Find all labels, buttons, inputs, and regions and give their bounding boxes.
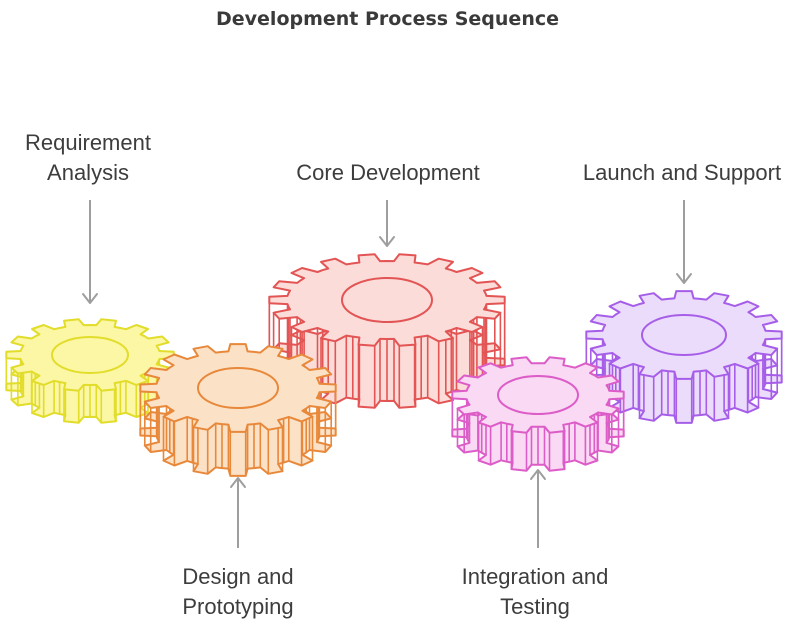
- label-design-and-prototyping-line1: Design and: [182, 564, 294, 589]
- arrow-requirement-analysis: [82, 200, 98, 304]
- label-core-development-line1: Core Development: [296, 160, 480, 185]
- gear-hole-launch-and-support: [641, 314, 727, 356]
- label-launch-and-support-line1: Launch and Support: [582, 160, 782, 185]
- label-design-and-prototyping-line2: Prototyping: [182, 594, 294, 619]
- gear-hole-design-and-prototyping: [197, 367, 279, 409]
- arrow-core-development: [379, 200, 395, 247]
- label-requirement-analysis-line2: Analysis: [47, 160, 129, 185]
- gear-hole-requirement-analysis: [51, 336, 129, 374]
- arrow-launch-and-support: [676, 200, 692, 284]
- gear-requirement-analysis: [5, 318, 175, 424]
- gear-integration-and-testing: [451, 356, 625, 472]
- arrow-design-and-prototyping: [230, 477, 246, 548]
- arrow-head-integration-and-testing: [530, 469, 546, 480]
- arrow-head-requirement-analysis: [82, 293, 98, 304]
- arrow-head-launch-and-support: [676, 273, 692, 284]
- gear-hole-core-development: [341, 277, 433, 323]
- gear-core-development: [268, 253, 506, 409]
- label-integration-and-testing-line1: Integration and: [461, 564, 609, 589]
- label-core-development: Core Development: [268, 158, 508, 188]
- label-integration-and-testing-line2: Testing: [500, 594, 570, 619]
- arrow-integration-and-testing: [530, 469, 546, 548]
- label-launch-and-support: Launch and Support: [562, 158, 802, 188]
- label-design-and-prototyping: Design and Prototyping: [148, 562, 328, 622]
- gear-design-and-prototyping: [139, 343, 337, 477]
- gear-launch-and-support: [585, 290, 783, 424]
- diagram-title: Development Process Sequence: [216, 8, 559, 30]
- label-requirement-analysis: Requirement Analysis: [8, 128, 168, 188]
- label-integration-and-testing: Integration and Testing: [430, 562, 640, 622]
- arrow-head-core-development: [379, 236, 395, 247]
- label-requirement-analysis-line1: Requirement: [25, 130, 151, 155]
- gear-hole-integration-and-testing: [497, 375, 579, 415]
- arrow-head-design-and-prototyping: [230, 477, 246, 488]
